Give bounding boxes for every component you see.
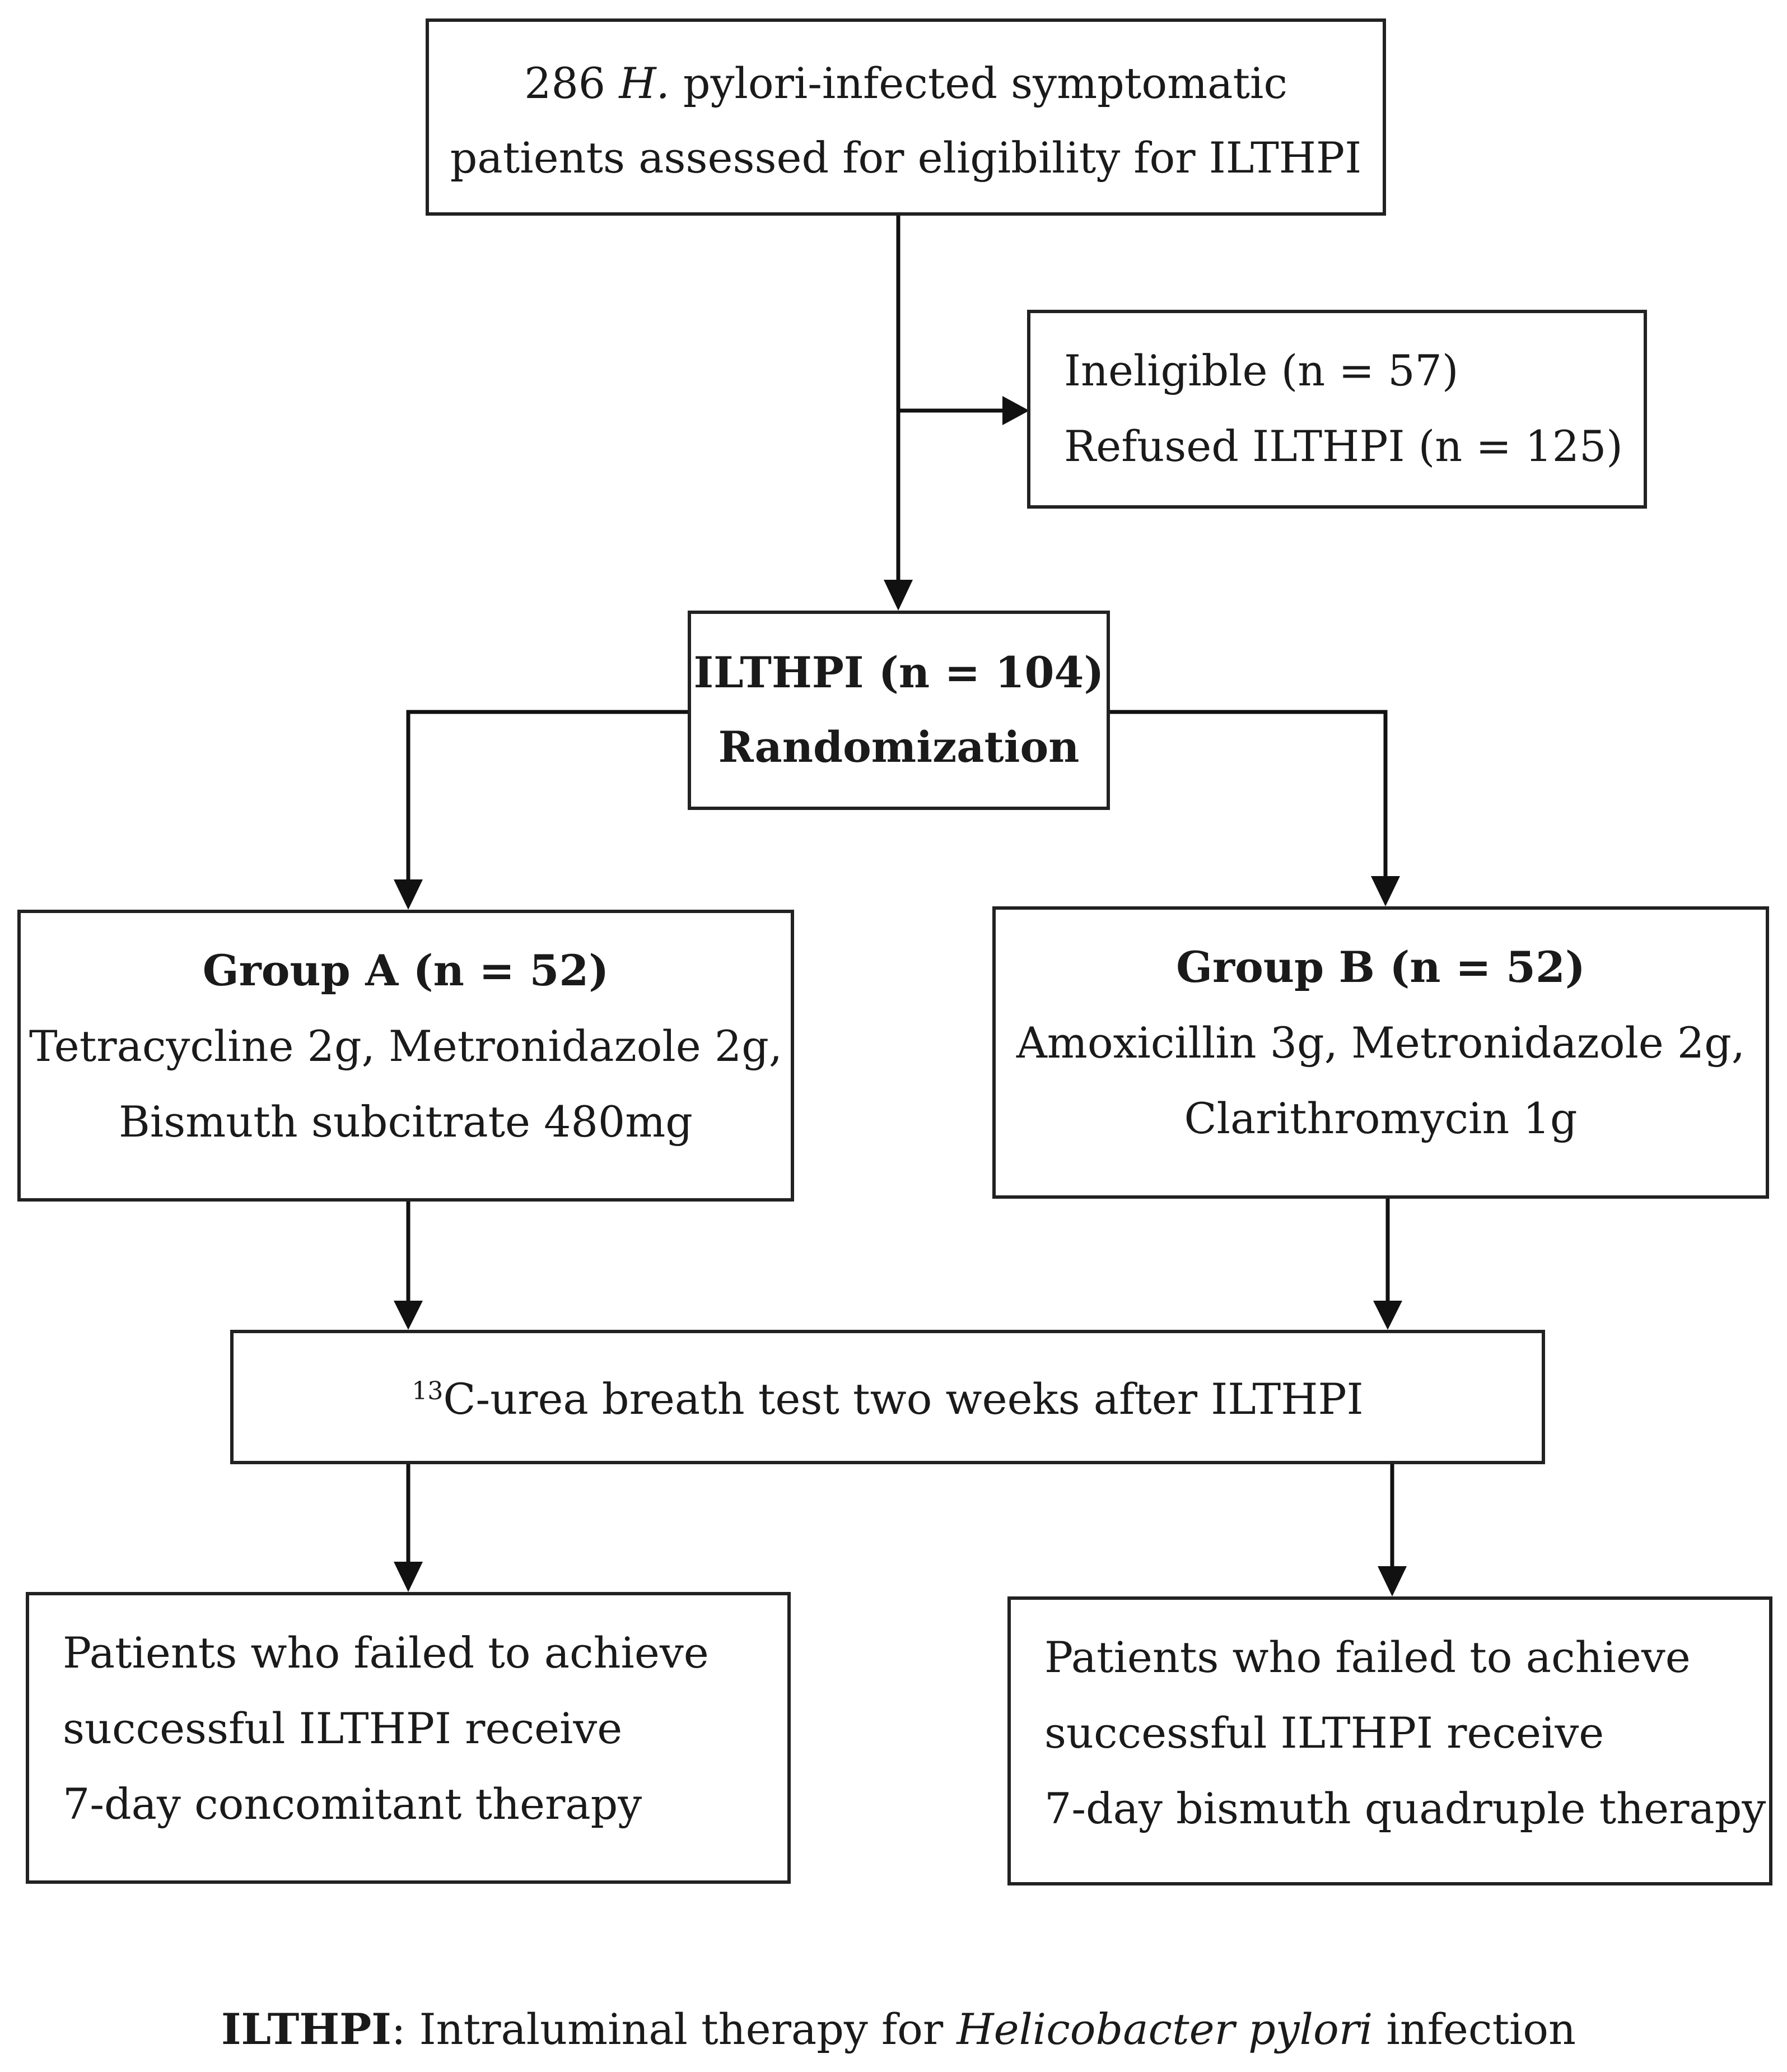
arrowhead-b-breath <box>1373 1301 1402 1330</box>
failure-a-box: Patients who failed to achieve successfu… <box>26 1592 791 1884</box>
failure-b-line-2: successful ILTHPI receive <box>1044 1708 1604 1758</box>
failure-b-line-3: 7-day bismuth quadruple therapy <box>1044 1784 1766 1833</box>
failure-a-line-1: Patients who failed to achieve <box>63 1628 709 1678</box>
breath-test-text: C-urea breath test two weeks after ILTHP… <box>443 1374 1364 1424</box>
group-b-regimen-1: Amoxicillin 3g, Metronidazole 2g, <box>1016 1018 1746 1068</box>
randomization-label: Randomization <box>718 722 1080 772</box>
assessed-line-2: patients assessed for eligibility for IL… <box>450 133 1362 183</box>
group-b-box: Group B (n = 52) Amoxicillin 3g, Metroni… <box>992 906 1769 1199</box>
breath-test-label: 13C-urea breath test two weeks after ILT… <box>234 1378 1542 1421</box>
arrowhead-group-a <box>394 879 423 910</box>
randomization-count: ILTHPI (n = 104) <box>693 648 1104 697</box>
randomization-box: ILTHPI (n = 104) Randomization <box>688 611 1110 810</box>
assessed-line-1: 286 H. pylori-infected symptomatic <box>429 62 1383 105</box>
assessed-box: 286 H. pylori-infected symptomatic patie… <box>426 18 1386 216</box>
assessed-count: 286 <box>524 58 606 108</box>
assessed-organism: H. <box>619 58 670 108</box>
assessed-line-1-rest: pylori-infected symptomatic <box>669 58 1287 108</box>
footnote-abbreviation: ILTHPI <box>221 2004 391 2054</box>
group-a-regimen-1: Tetracycline 2g, Metronidazole 2g, <box>29 1021 783 1071</box>
group-b-regimen-2: Clarithromycin 1g <box>1184 1093 1578 1143</box>
arrow-to-group-a <box>406 710 688 879</box>
arrowhead-a-breath <box>394 1301 423 1330</box>
breath-test-isotope: 13 <box>412 1377 444 1405</box>
failure-a-line-3: 7-day concomitant therapy <box>63 1779 642 1829</box>
arrowhead-failure-b <box>1378 1566 1407 1596</box>
group-b-title: Group B (n = 52) <box>1176 942 1585 992</box>
arrow-to-group-b <box>1109 710 1388 876</box>
arrowhead-randomization <box>884 580 913 611</box>
footnote-species: Helicobacter pylori <box>957 2004 1373 2054</box>
excluded-box: Ineligible (n = 57) Refused ILTHPI (n = … <box>1027 310 1647 509</box>
footnote-tail: infection <box>1373 2004 1576 2054</box>
footnote: ILTHPI: Intraluminal therapy for Helicob… <box>221 2008 1576 2051</box>
arrowhead-excluded <box>1002 396 1029 425</box>
arrowhead-failure-a <box>394 1562 423 1592</box>
excluded-ineligible: Ineligible (n = 57) <box>1064 346 1459 395</box>
group-a-title: Group A (n = 52) <box>202 946 609 995</box>
footnote-text: : Intraluminal therapy for <box>391 2004 957 2054</box>
group-a-box: Group A (n = 52) Tetracycline 2g, Metron… <box>17 910 794 1202</box>
failure-a-line-2: successful ILTHPI receive <box>63 1703 623 1753</box>
group-a-regimen-2: Bismuth subcitrate 480mg <box>119 1097 693 1147</box>
failure-b-line-1: Patients who failed to achieve <box>1044 1632 1691 1682</box>
arrowhead-group-b <box>1371 876 1400 906</box>
breath-test-box: 13C-urea breath test two weeks after ILT… <box>230 1330 1545 1464</box>
excluded-refused: Refused ILTHPI (n = 125) <box>1064 421 1623 471</box>
failure-b-box: Patients who failed to achieve successfu… <box>1007 1596 1772 1885</box>
